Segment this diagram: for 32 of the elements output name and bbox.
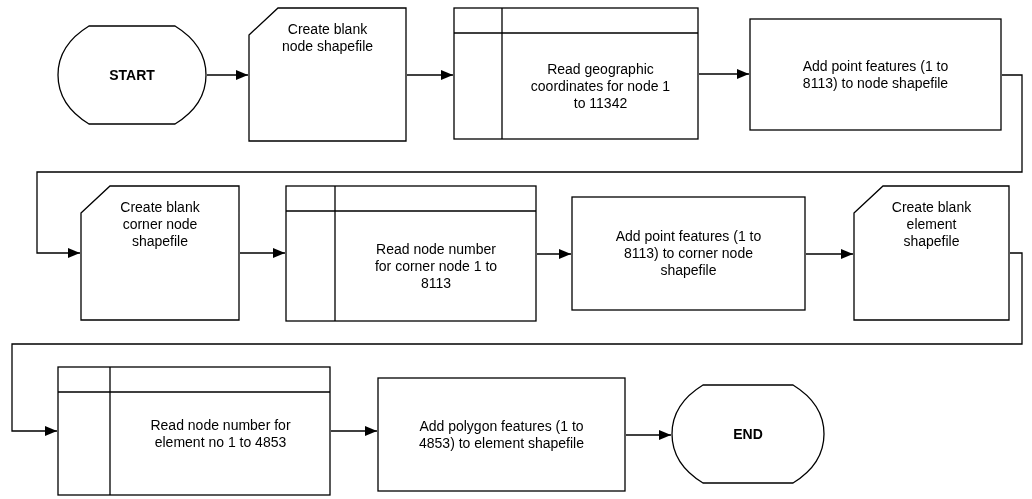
terminator-shape xyxy=(671,384,825,484)
internal-storage-shape xyxy=(285,185,537,322)
arrow xyxy=(11,252,1023,436)
internal-storage-shape xyxy=(57,366,331,496)
arrow xyxy=(239,248,286,258)
arrow xyxy=(805,249,854,259)
step-text: START xyxy=(108,66,156,84)
card-shape xyxy=(80,185,240,321)
arrow xyxy=(536,249,572,259)
card-shape xyxy=(248,7,407,142)
arrow xyxy=(406,70,454,80)
arrow xyxy=(36,74,1023,258)
arrow xyxy=(698,69,750,79)
process-box xyxy=(377,377,626,492)
step-text: Read geographic coordinates for node 1 to 11342 xyxy=(530,61,671,112)
step-text: Add point features (1 to 8113) to node shapefile xyxy=(801,57,950,92)
step-text: Create blank node shapefile xyxy=(280,21,375,55)
step-text: END xyxy=(732,425,764,443)
step-text: Create blank element shapefile xyxy=(890,199,973,250)
internal-storage-shape xyxy=(453,7,699,140)
arrow xyxy=(625,430,672,440)
arrow xyxy=(330,426,378,436)
arrow xyxy=(206,70,249,80)
step-text: Read node number for corner node 1 to 8113 xyxy=(373,241,499,292)
terminator-shape xyxy=(57,25,207,125)
process-box xyxy=(571,196,806,311)
step-text: Add point features (1 to 8113) to corner node shapefile xyxy=(614,228,763,279)
card-shape xyxy=(853,185,1010,321)
step-text: Read node number for element no 1 to 4853 xyxy=(149,417,292,451)
process-box xyxy=(749,18,1002,131)
step-text: Add polygon features (1 to 4853) to element shapefile xyxy=(419,417,584,452)
step-text: Create blank corner node shapefile xyxy=(119,199,201,250)
